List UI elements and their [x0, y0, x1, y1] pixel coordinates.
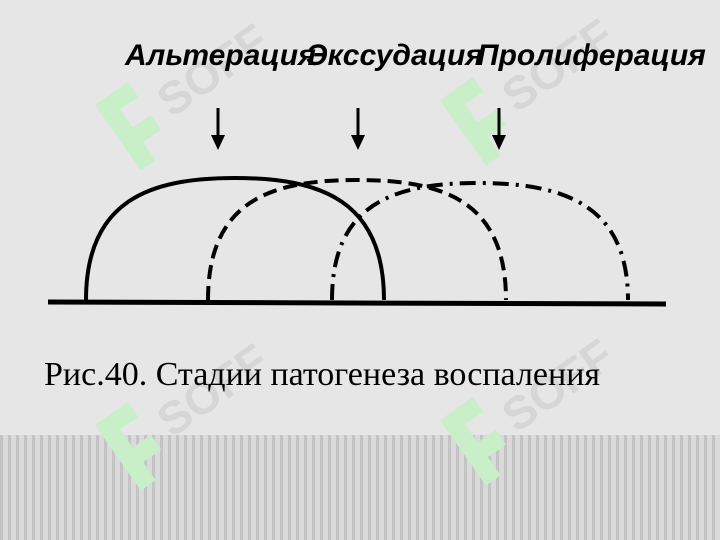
arrow-alteration [211, 108, 225, 150]
arc-proliferation [330, 180, 630, 301]
time-baseline [47, 299, 667, 307]
arrow-exudation [351, 108, 365, 150]
watermark-logo-icon [95, 82, 162, 171]
watermark-logo-icon [95, 402, 162, 491]
stage-label-alteration: Альтерация [124, 39, 316, 72]
arrow-proliferation [492, 108, 506, 150]
figure-caption: Рис.40. Стадии патогенеза воспаления [44, 356, 600, 393]
watermark-logo-icon [440, 77, 507, 166]
arc-alteration [84, 175, 386, 301]
stage-label-exudation: Экссудация [306, 39, 483, 72]
watermark-logo: SOFF SOFF SOFF SOFF [95, 9, 623, 491]
arc-exudation [206, 177, 508, 301]
stage-label-proliferation: Пролиферация [477, 39, 706, 72]
watermark-logo-icon [440, 397, 507, 486]
